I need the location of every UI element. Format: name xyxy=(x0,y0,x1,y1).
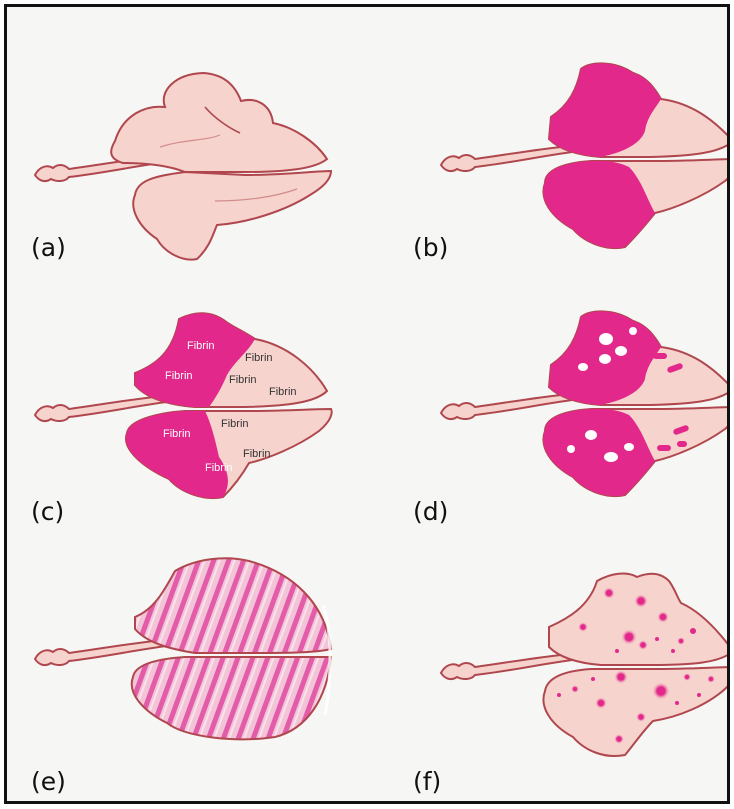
lung-striped xyxy=(35,553,335,753)
fibrin-label: Fibrin xyxy=(165,370,193,382)
panel-b xyxy=(441,59,730,259)
panel-label-c: (c) xyxy=(31,497,64,526)
lung-consolidation-partial xyxy=(441,59,730,259)
fibrin-label: Fibrin xyxy=(229,374,257,386)
fibrin-label: Fibrin xyxy=(269,386,297,398)
lung-fibrin: Fibrin Fibrin Fibrin Fibrin Fibrin Fibri… xyxy=(35,309,335,509)
panel-c: Fibrin Fibrin Fibrin Fibrin Fibrin Fibri… xyxy=(35,309,335,509)
panel-label-b: (b) xyxy=(413,233,448,262)
fibrin-label: Fibrin xyxy=(243,448,271,460)
fibrin-label: Fibrin xyxy=(187,340,215,352)
panel-e xyxy=(35,553,335,753)
panel-a xyxy=(35,69,335,269)
panel-f xyxy=(441,567,730,767)
panel-label-e: (e) xyxy=(31,767,66,796)
fibrin-label: Fibrin xyxy=(221,418,249,430)
fibrin-label: Fibrin xyxy=(163,428,191,440)
fibrin-label: Fibrin xyxy=(205,462,233,474)
lung-normal xyxy=(35,69,335,269)
panel-label-d: (d) xyxy=(413,497,448,526)
panel-label-f: (f) xyxy=(413,767,441,796)
figure-frame: (a) (b) Fibrin Fibrin Fibrin Fibrin Fibr… xyxy=(4,4,730,804)
lung-abscess xyxy=(441,307,730,507)
panel-d xyxy=(441,307,730,507)
fibrin-label: Fibrin xyxy=(245,352,273,364)
panel-label-a: (a) xyxy=(31,233,66,262)
lung-spots xyxy=(441,567,730,767)
